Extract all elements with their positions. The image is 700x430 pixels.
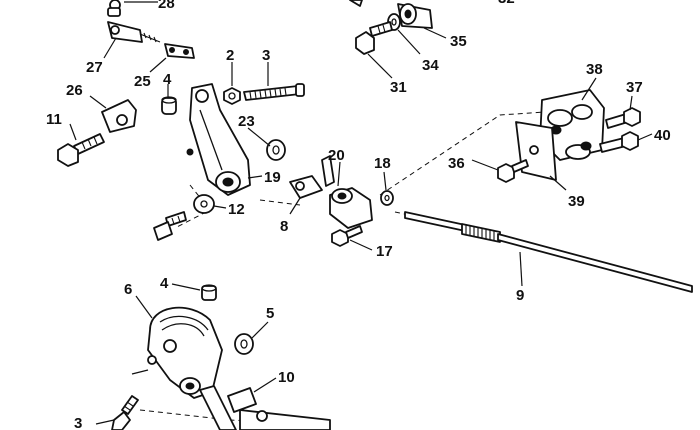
leader-lines	[69, 27, 653, 425]
part-9-control-rod	[404, 211, 693, 293]
callout-36: 36	[448, 155, 465, 172]
part-4-bushing-top	[161, 96, 177, 115]
callout-38: 38	[586, 61, 603, 78]
callout-9: 9	[516, 287, 524, 304]
part-10-bracket	[227, 387, 331, 430]
part-4-bushing-bottom	[201, 284, 217, 301]
callout-27: 27	[86, 59, 103, 76]
callout-8: 8	[280, 218, 288, 235]
small-pin-bottom	[131, 355, 157, 375]
callout-4-top: 4	[163, 71, 172, 88]
callout-11: 11	[46, 111, 62, 128]
callout-4-bottom: 4	[160, 275, 169, 292]
part-3-bolt-bottom	[111, 395, 139, 430]
callout-25: 25	[134, 73, 151, 90]
part-11-bolt	[57, 133, 105, 167]
callout-3-bottom: 3	[74, 415, 82, 430]
part-12-screw	[153, 211, 187, 241]
callout-32: 32	[498, 0, 515, 7]
callout-23: 23	[238, 113, 255, 130]
part-5-washer	[234, 333, 254, 355]
part-37-screw	[605, 107, 641, 129]
part-39-plate	[515, 121, 557, 181]
callout-18: 18	[374, 155, 391, 172]
callout-labels: 28 32 27 25 2 3 35 34 31 26 4 11 23 38 3…	[46, 0, 671, 430]
part-23-washer	[266, 139, 286, 161]
part-26-bracket	[101, 99, 137, 133]
callout-17: 17	[376, 243, 393, 260]
callout-26: 26	[66, 82, 83, 99]
callout-10: 10	[278, 369, 295, 386]
part-28-ball-joint	[107, 0, 158, 17]
part-27-rod-end	[107, 21, 161, 43]
part-6-quadrant-plate	[147, 306, 237, 430]
callout-37: 37	[626, 79, 643, 96]
part-40-screw	[599, 131, 639, 153]
part-20-swivel-block	[321, 155, 373, 229]
callout-40: 40	[654, 127, 671, 144]
callout-6: 6	[124, 281, 132, 298]
part-35-coupler	[349, 0, 433, 29]
part-12-washer	[193, 194, 215, 214]
callout-19: 19	[264, 169, 281, 186]
part-2-nut	[223, 87, 241, 105]
callout-20: 20	[328, 147, 345, 164]
callout-35: 35	[450, 33, 467, 50]
part-3-bolt-top	[243, 83, 305, 101]
callout-5: 5	[266, 305, 274, 322]
callout-2: 2	[226, 47, 234, 64]
callout-39: 39	[568, 193, 585, 210]
part-31-bolt	[355, 21, 393, 55]
callout-12: 12	[228, 201, 245, 218]
callout-3-top: 3	[262, 47, 270, 64]
part-17-screw	[331, 225, 363, 247]
callout-34: 34	[422, 57, 439, 74]
part-8-clevis	[289, 175, 323, 199]
callout-28: 28	[158, 0, 175, 12]
part-18-washer	[380, 190, 394, 206]
part-25-link	[164, 43, 195, 59]
part-36-screw	[497, 159, 529, 183]
callout-31: 31	[390, 79, 407, 96]
part-19-lever	[186, 83, 251, 196]
